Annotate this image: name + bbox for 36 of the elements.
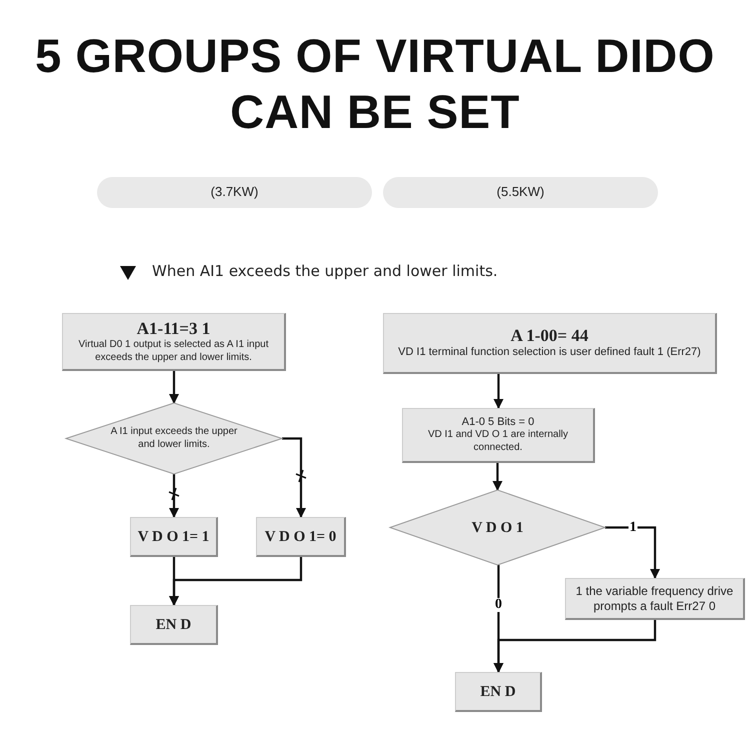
edge-label: 0 — [494, 598, 503, 612]
arrow — [282, 437, 306, 518]
box-text: EN D — [156, 616, 192, 634]
process-box — [130, 605, 218, 645]
box-text: V D O 1= 0 — [264, 528, 336, 546]
decision-diamond — [66, 403, 282, 474]
note-text: When AI1 exceeds the upper and lower limits. — [152, 262, 498, 280]
model-power-text: (5.5KW) — [496, 184, 544, 201]
process-box — [565, 578, 745, 620]
process-box — [455, 672, 542, 712]
arrow — [169, 371, 179, 404]
box-text: A I1 input exceeds the upper and lower limits. — [110, 426, 238, 451]
arrow — [494, 374, 504, 409]
box-text: VD I1 and VD O 1 are internally connected. — [426, 429, 570, 454]
process-box — [62, 313, 286, 371]
arrow — [169, 557, 302, 606]
arrow — [605, 526, 660, 579]
process-box — [130, 517, 218, 557]
arrow — [169, 474, 179, 518]
box-heading: A1-11=3 1 — [136, 318, 210, 340]
box-text: EN D — [480, 682, 516, 700]
title: 5 GROUPS OF VIRTUAL DIDO CAN BE SET — [34, 28, 716, 140]
arrow — [494, 620, 656, 673]
box-heading: A1-0 5 Bits = 0 — [462, 416, 534, 430]
model-power-text: (3.7KW) — [210, 184, 258, 201]
box-text: VD I1 terminal function selection is user defined fault 1 (Err27) — [398, 346, 701, 360]
process-box — [402, 408, 595, 463]
box-text: V D O 1 — [472, 518, 524, 536]
box-heading: A 1-00= 44 — [510, 326, 588, 346]
box-text: Virtual D0 1 output is selected as A I1 input exceeds the upper and lower limits. — [78, 339, 270, 364]
arrow — [492, 463, 502, 491]
box-text: 1 the variable frequency drive prompts a fault Err27 0 — [574, 584, 734, 614]
process-box — [256, 517, 346, 557]
process-box — [383, 313, 717, 374]
decision-diamond — [390, 490, 605, 565]
box-text: V D O 1= 1 — [138, 528, 210, 546]
